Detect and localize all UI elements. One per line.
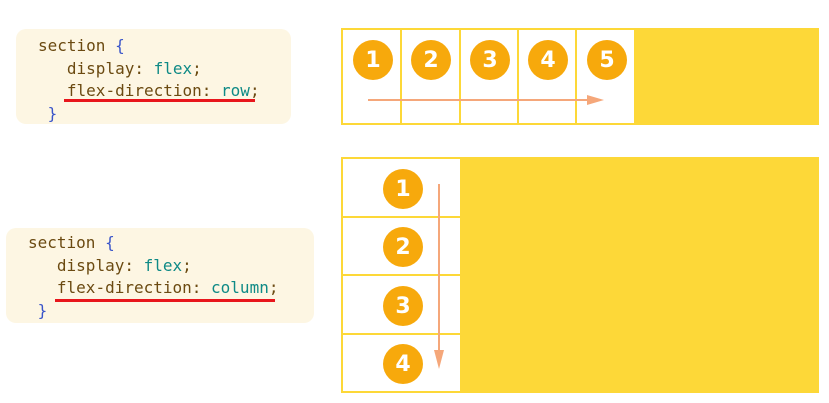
code-line-close: } xyxy=(47,103,58,123)
number-badge: 5 xyxy=(587,40,627,80)
flex-container-row: 1 2 3 4 5 xyxy=(341,28,819,125)
number-badge: 3 xyxy=(383,286,423,326)
code-line-display: display: flex; xyxy=(66,58,202,78)
highlight-underline-column xyxy=(55,299,275,302)
code-line-selector: section { xyxy=(28,233,115,252)
flex-item-2: 2 xyxy=(400,28,461,125)
flex-item-1: 1 xyxy=(341,157,462,218)
flex-item-4: 4 xyxy=(341,333,462,393)
code-line-selector: section { xyxy=(38,36,125,55)
flex-item-2: 2 xyxy=(341,216,462,276)
flex-item-1: 1 xyxy=(341,28,402,125)
number-badge: 3 xyxy=(470,40,510,80)
number-badge: 2 xyxy=(383,227,423,267)
flex-item-5: 5 xyxy=(575,28,636,125)
code-snippet-row: section { display: flex; flex-direction:… xyxy=(16,29,291,124)
code-line-direction: flex-direction: row; xyxy=(66,81,260,100)
flex-item-3: 3 xyxy=(341,274,462,335)
number-badge: 4 xyxy=(383,344,423,384)
number-badge: 2 xyxy=(411,40,451,80)
number-badge: 4 xyxy=(528,40,568,80)
number-badge: 1 xyxy=(353,40,393,80)
code-line-display: display: flex; xyxy=(56,255,192,275)
flex-container-column: 1 2 3 4 xyxy=(341,157,819,393)
number-badge: 1 xyxy=(383,169,423,209)
highlight-underline-row xyxy=(64,99,255,102)
code-line-direction: flex-direction: column; xyxy=(56,278,279,297)
code-line-close: } xyxy=(37,300,48,320)
flex-item-3: 3 xyxy=(459,28,519,125)
flex-item-4: 4 xyxy=(517,28,577,125)
code-snippet-column: section { display: flex; flex-direction:… xyxy=(6,228,314,323)
